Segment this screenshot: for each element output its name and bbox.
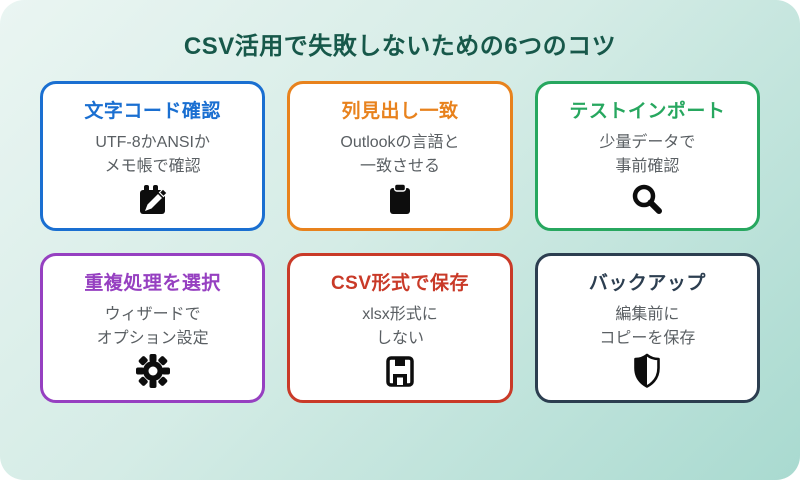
card-title: 列見出し一致 [341, 101, 459, 123]
card-duplicate-handling: 重複処理を選択 ウィザードで オプション設定 [40, 253, 266, 403]
card-text-line: 少量データで [599, 134, 696, 152]
card-text-line: ウィザードで [104, 306, 201, 324]
card-text-line: 事前確認 [615, 157, 680, 175]
card-text-line: UTF-8かANSIか [95, 134, 210, 152]
card-backup: バックアップ 編集前に コピーを保存 [534, 253, 760, 403]
gear-icon [135, 353, 171, 388]
card-text-line: メモ帳で確認 [104, 157, 201, 175]
card-title: CSV形式で保存 [330, 273, 470, 295]
clipboard-icon [383, 182, 417, 216]
shield-icon [630, 353, 664, 388]
card-title: 重複処理を選択 [84, 273, 221, 295]
card-save-as-csv: CSV形式で保存 xlsx形式に しない [287, 253, 513, 403]
card-text-line: コピーを保存 [599, 329, 696, 347]
floppy-icon [383, 354, 417, 388]
card-text-line: Outlookの言語と [340, 134, 460, 152]
card-column-headers: 列見出し一致 Outlookの言語と 一致させる [287, 81, 513, 231]
edit-note-icon [136, 182, 170, 216]
card-character-encoding: 文字コード確認 UTF-8かANSIか メモ帳で確認 [40, 81, 266, 231]
card-text-line: 一致させる [359, 157, 440, 175]
page-title: CSV活用で失敗しないための6つのコツ [183, 33, 617, 60]
card-title: 文字コード確認 [84, 101, 221, 123]
card-text-line: 編集前に [615, 306, 680, 324]
card-test-import: テストインポート 少量データで 事前確認 [534, 81, 760, 231]
tips-grid: 文字コード確認 UTF-8かANSIか メモ帳で確認 列見出し一致 Outloo… [0, 61, 800, 403]
card-text-line: xlsx形式に [362, 306, 438, 324]
card-title: テストインポート [569, 101, 726, 123]
magnifier-icon [630, 182, 664, 216]
card-title: バックアップ [588, 273, 706, 295]
card-text-line: オプション設定 [96, 329, 209, 347]
card-text-line: しない [375, 329, 424, 347]
